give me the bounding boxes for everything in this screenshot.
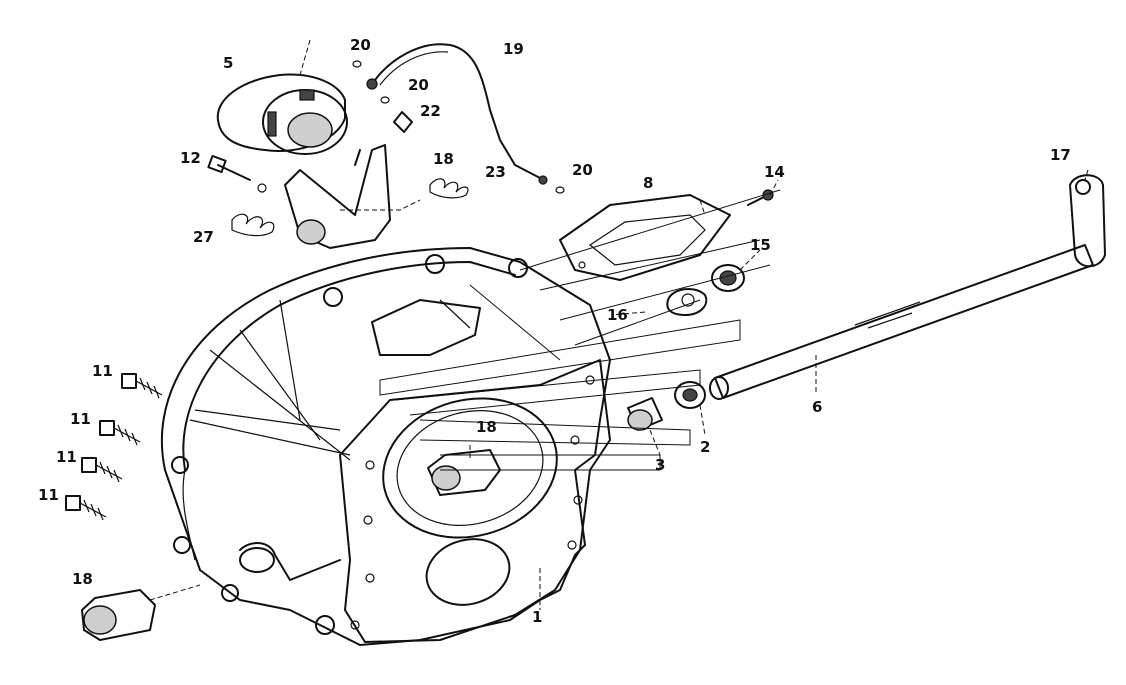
callout-18-c: 18	[433, 150, 454, 168]
cross-shaft	[709, 174, 1106, 400]
callout-11-a: 11	[92, 362, 113, 380]
callout-20-c: 20	[572, 161, 593, 179]
callout-20-b: 20	[408, 76, 429, 94]
callout-27: 27	[193, 228, 214, 246]
callout-16: 16	[607, 306, 628, 324]
callout-8: 8	[643, 174, 653, 192]
callout-2: 2	[700, 438, 710, 456]
bolt-11-d	[65, 495, 107, 521]
callout-15: 15	[750, 236, 771, 254]
clip-22	[393, 111, 413, 133]
callout-17: 17	[1050, 146, 1071, 164]
bolt-11-c	[81, 457, 123, 483]
callout-5: 5	[223, 54, 233, 72]
bushing-2	[674, 381, 706, 409]
clutch-housing	[160, 247, 611, 646]
callout-23: 23	[485, 163, 506, 181]
callout-11-b: 11	[70, 410, 91, 428]
callout-12: 12	[180, 149, 201, 167]
plug-15	[711, 264, 745, 292]
leader-lines	[149, 39, 1089, 610]
mount-18-lower	[81, 589, 156, 641]
callout-14: 14	[764, 163, 785, 181]
callout-18-a: 18	[476, 418, 497, 436]
washers-20	[352, 60, 565, 194]
callout-11-d: 11	[38, 486, 59, 504]
wire-19	[366, 43, 548, 185]
cover-8	[559, 194, 731, 281]
bolt-11-a	[121, 373, 163, 399]
callout-20-a: 20	[350, 36, 371, 54]
plug-16	[666, 288, 708, 316]
callout-6: 6	[812, 398, 822, 416]
mount-18-center	[427, 449, 501, 496]
callout-22: 22	[420, 102, 441, 120]
spring-10	[429, 178, 469, 199]
spring-27	[231, 213, 275, 237]
callout-labels: 1 2 3 5 6 8 11 11 11 11 12 14 15 16 17 1…	[38, 36, 1071, 626]
bolt-12	[207, 154, 267, 193]
callout-3: 3	[655, 456, 665, 474]
release-bearing-5	[216, 73, 348, 155]
callout-11-c: 11	[56, 448, 77, 466]
screw-14	[747, 189, 774, 206]
callout-18-b: 18	[72, 570, 93, 588]
seal-3	[627, 397, 663, 431]
release-fork-10	[284, 144, 391, 249]
bolt-11-b	[99, 420, 141, 446]
callout-19: 19	[503, 40, 524, 58]
assembly-lines	[379, 189, 781, 471]
callout-1: 1	[532, 608, 542, 626]
